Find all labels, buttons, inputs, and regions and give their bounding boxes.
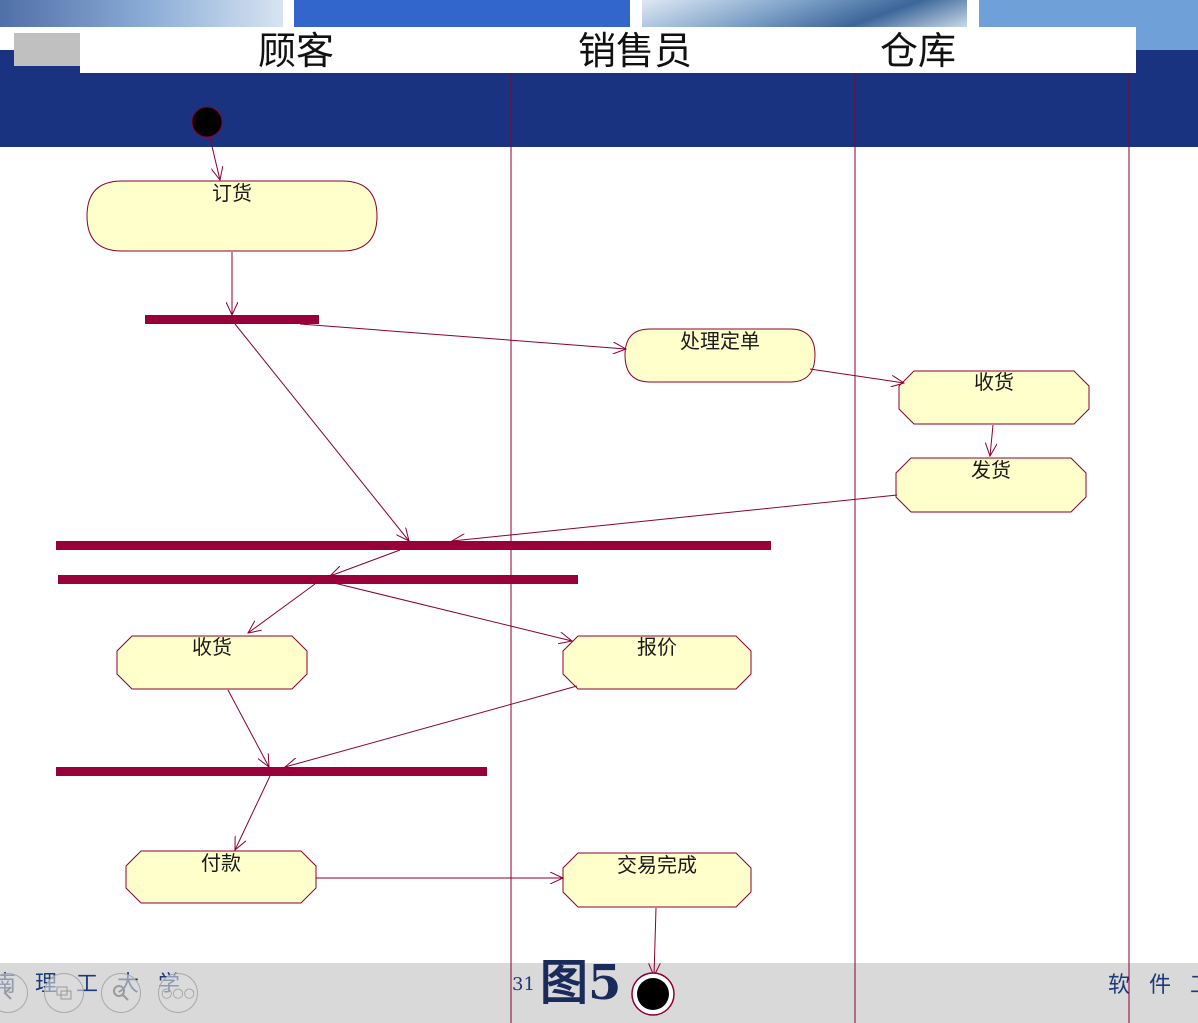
transition-process-receive xyxy=(809,368,904,383)
activity-order-label: 订货 xyxy=(212,181,252,205)
activity-pay-label: 付款 xyxy=(201,851,241,875)
slide-footer xyxy=(0,963,1198,1023)
end-node xyxy=(631,972,675,1016)
transition-receive-join2 xyxy=(227,689,269,767)
more-dots-icon: ○○○ xyxy=(160,985,196,1001)
footer-school-name: 南 理 工 大 学 xyxy=(0,972,186,997)
transition-fork-process xyxy=(299,323,626,349)
fork-bar-1 xyxy=(145,315,319,324)
fork-bar-2 xyxy=(58,575,578,584)
more-options-button[interactable]: ○○○ xyxy=(158,973,198,1013)
lane-title-warehouse: 仓库 xyxy=(880,29,957,73)
join-bar-1 xyxy=(56,541,771,550)
zoom-button[interactable] xyxy=(101,973,141,1013)
swimlane-header xyxy=(80,27,1136,73)
transition-fork2-quote xyxy=(329,581,572,641)
transition-fork-join xyxy=(234,323,409,541)
activity-pay: 付款 xyxy=(125,850,317,904)
activity-order: 订货 xyxy=(86,180,378,252)
footer-course-name: 软 件 工 xyxy=(1108,973,1198,998)
transition-quote-join2 xyxy=(285,685,578,767)
header-banner-image-3 xyxy=(642,0,967,27)
header-banner-image-1 xyxy=(0,0,283,27)
activity-warehouse-receive: 收货 xyxy=(898,370,1090,425)
activity-warehouse-receive-label: 收货 xyxy=(974,370,1014,394)
figure-label: 图5 xyxy=(540,955,622,1011)
activity-quote-label: 报价 xyxy=(637,635,677,659)
header-decoration xyxy=(1136,27,1198,50)
slides-icon xyxy=(56,986,72,1000)
header-gray-block xyxy=(14,33,80,66)
transition-join2-pay xyxy=(235,775,271,850)
start-node xyxy=(191,106,223,138)
activity-process-order: 处理定单 xyxy=(624,328,816,383)
activity-complete-label: 交易完成 xyxy=(617,853,697,877)
transition-receive-ship xyxy=(990,424,993,456)
activity-customer-receive-label: 收货 xyxy=(192,635,232,659)
transition-start-order xyxy=(209,137,220,180)
transition-join-fork2 xyxy=(330,549,401,576)
activity-process-order-label: 处理定单 xyxy=(680,329,760,353)
magnifier-icon xyxy=(113,985,129,1001)
header-banner-image-2 xyxy=(294,0,630,27)
slides-menu-button[interactable] xyxy=(44,973,84,1013)
page-number: 31 xyxy=(512,974,535,995)
transition-complete-end xyxy=(654,907,656,976)
header-banner-image-4 xyxy=(979,0,1198,27)
transition-ship-join xyxy=(452,494,898,541)
lane-title-salesperson: 销售员 xyxy=(578,29,693,73)
lane-title-customer: 顾客 xyxy=(258,29,335,73)
activity-customer-receive: 收货 xyxy=(116,635,308,690)
join-bar-2 xyxy=(56,767,487,776)
arrow-left-icon xyxy=(3,986,12,1000)
activity-ship-label: 发货 xyxy=(971,458,1011,482)
activity-quote: 报价 xyxy=(562,635,752,690)
activity-ship: 发货 xyxy=(895,457,1087,513)
activity-complete: 交易完成 xyxy=(562,852,752,908)
transition-fork2-customer-receive xyxy=(248,583,316,633)
